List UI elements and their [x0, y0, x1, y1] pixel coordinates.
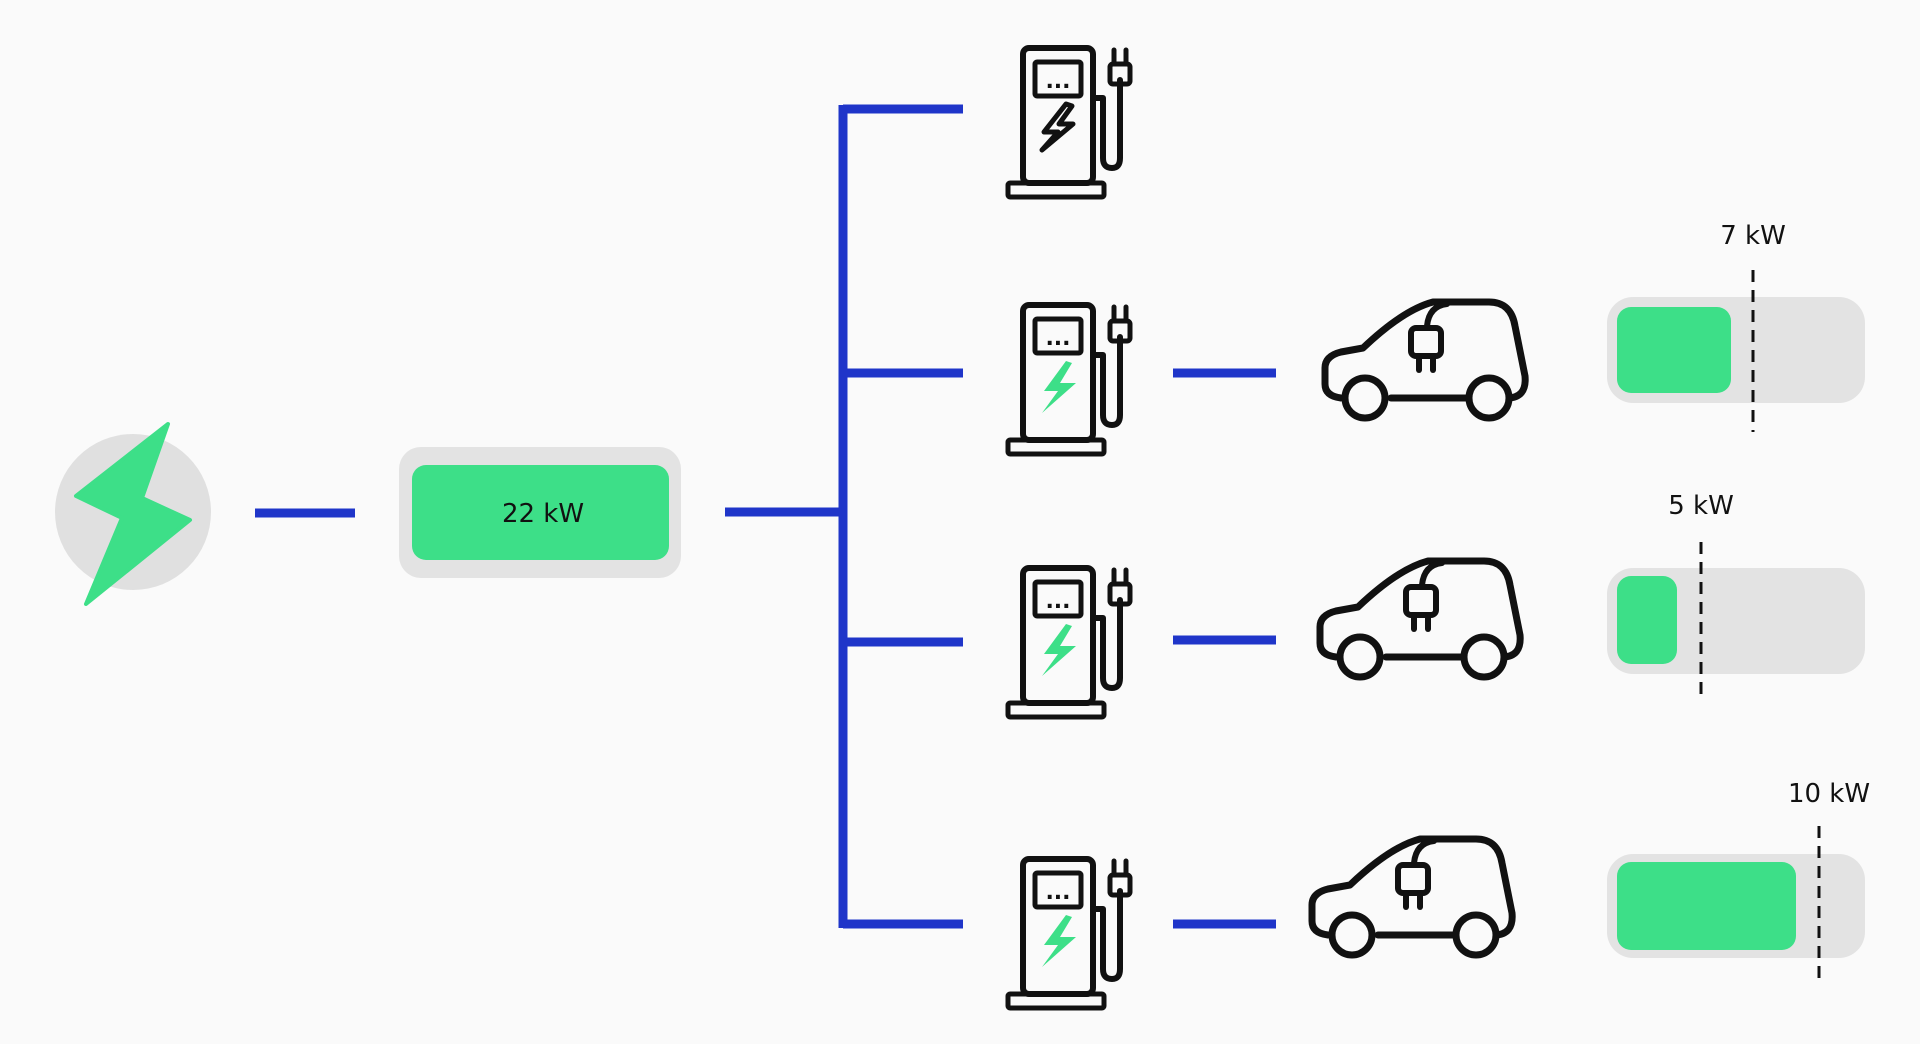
- station-row-4: 10 kW: [843, 779, 1870, 1008]
- station-row-3: 5 kW: [843, 491, 1865, 717]
- charging-station-icon: [1008, 859, 1130, 1008]
- capacity-box-fill: [412, 465, 669, 560]
- limit-label: 10 kW: [1788, 779, 1870, 809]
- electric-car-icon: [1312, 839, 1512, 955]
- gauge-fill: [1617, 862, 1796, 950]
- charging-station-icon: [1008, 305, 1130, 454]
- station-row-2: 7 kW: [843, 221, 1865, 454]
- lightning-icon: [74, 422, 192, 606]
- charge-gauge-2: 7 kW: [1607, 221, 1865, 432]
- charging-station-icon: [1008, 48, 1130, 197]
- limit-label: 7 kW: [1720, 221, 1786, 251]
- charge-gauge-4: 10 kW: [1607, 779, 1870, 984]
- limit-label: 5 kW: [1668, 491, 1734, 521]
- electric-car-icon: [1320, 561, 1520, 677]
- charge-gauge-3: 5 kW: [1607, 491, 1865, 700]
- electric-car-icon: [1325, 302, 1525, 418]
- capacity-label: 22 kW: [502, 499, 584, 529]
- gauge-fill: [1617, 307, 1731, 393]
- gauge-fill: [1617, 576, 1677, 664]
- station-row-1: [843, 48, 1130, 197]
- capacity-box: 22 kW: [399, 447, 681, 578]
- power-source: [55, 422, 211, 606]
- charging-station-icon: [1008, 568, 1130, 717]
